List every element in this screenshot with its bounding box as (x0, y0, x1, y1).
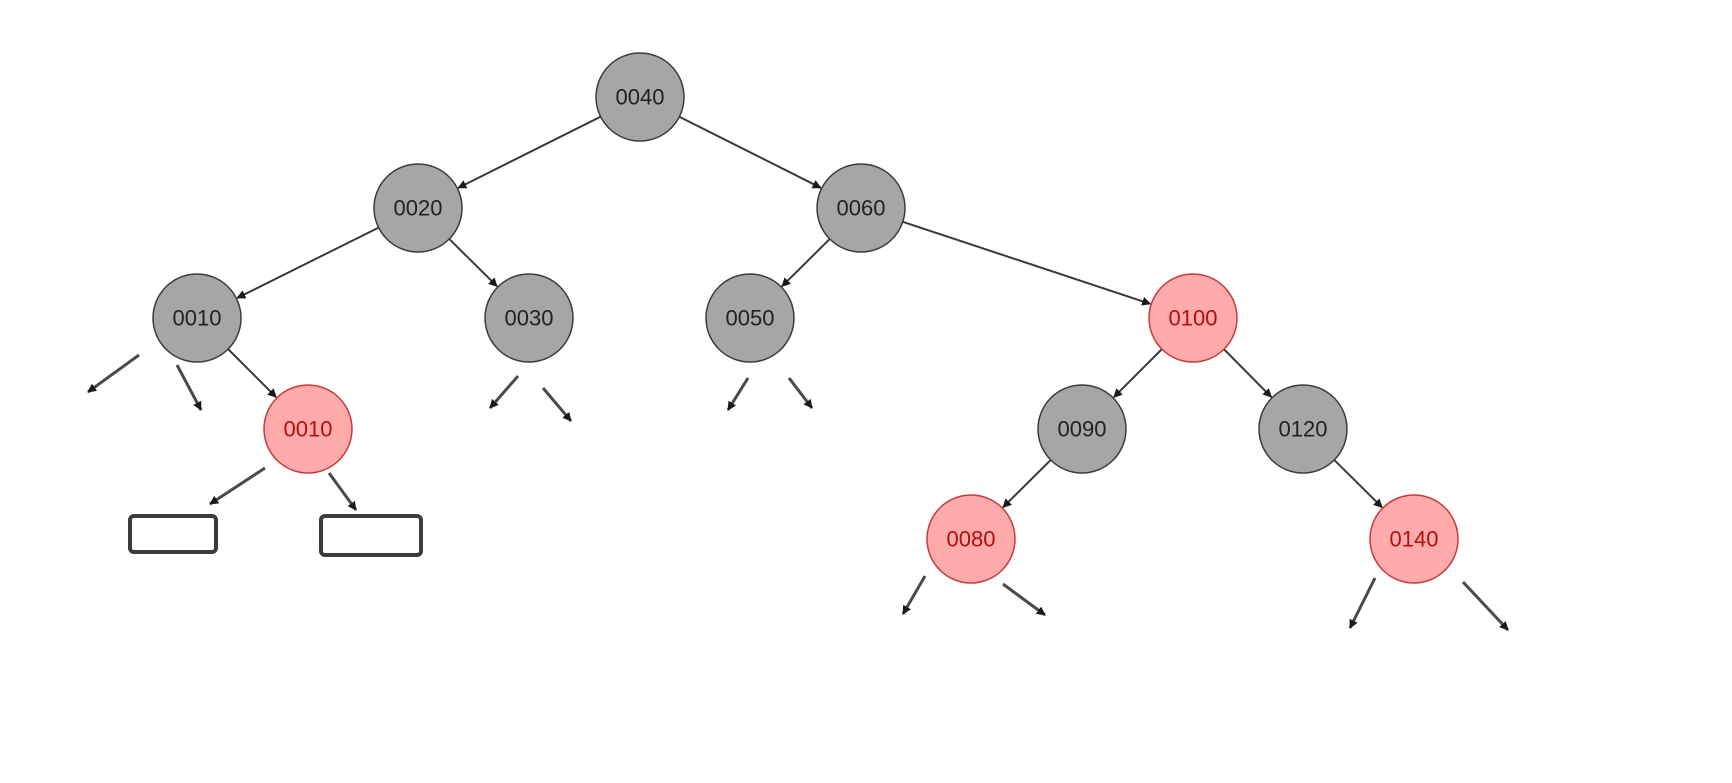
node-label: 0030 (505, 306, 554, 331)
null-stub-arrow (541, 387, 573, 422)
null-stub-arrow (901, 575, 927, 615)
null-stub-arrow (1002, 582, 1046, 617)
null-stub-arrow (726, 377, 750, 411)
node-circle (1258, 384, 1348, 474)
edge-n100-n90 (1113, 348, 1163, 398)
node-circle (926, 494, 1016, 584)
node-label: 0100 (1169, 306, 1218, 331)
edge-n40-n60 (678, 115, 822, 189)
node-circle (263, 384, 353, 474)
node-circle (1148, 273, 1238, 363)
null-stub-arrow (1348, 577, 1377, 629)
null-stub-arrow (787, 377, 814, 409)
tree-node-n80: 0080 (926, 494, 1016, 584)
empty-child-slot (128, 514, 218, 554)
null-stub-arrow (327, 472, 358, 511)
node-label: 0020 (394, 196, 443, 221)
null-stub-arrow (209, 466, 266, 506)
node-label: 0010 (284, 417, 333, 442)
node-label: 0060 (837, 196, 886, 221)
nodes-layer: 0040 0020 0060 0010 0030 0050 0100 0010 0090 0120… (152, 52, 1459, 584)
null-stub-arrow (488, 375, 520, 409)
empty-child-slot (319, 514, 423, 557)
node-label: 0010 (173, 306, 222, 331)
edge-n20-n10 (236, 226, 380, 299)
null-pointer-stubs (87, 353, 1510, 632)
node-circle (595, 52, 685, 142)
node-label: 0080 (947, 527, 996, 552)
node-circle (1369, 494, 1459, 584)
tree-node-n40: 0040 (595, 52, 685, 142)
node-circle (1037, 384, 1127, 474)
edge-n40-n20 (457, 115, 602, 189)
tree-node-n100: 0100 (1148, 273, 1238, 363)
edge-n10-n10b (227, 348, 277, 398)
node-circle (705, 273, 795, 363)
edge-n90-n80 (1002, 459, 1052, 509)
tree-node-n60: 0060 (816, 163, 906, 253)
node-circle (484, 273, 574, 363)
edge-n100-n120 (1223, 348, 1273, 398)
edge-n120-n140 (1333, 459, 1383, 509)
node-circle (152, 273, 242, 363)
null-stub-arrow (87, 353, 140, 394)
node-label: 0120 (1279, 417, 1328, 442)
null-stub-arrow (1461, 580, 1510, 632)
edge-n60-n100 (902, 220, 1152, 306)
tree-node-n90: 0090 (1037, 384, 1127, 474)
edges-layer (227, 115, 1383, 509)
tree-node-n50: 0050 (705, 273, 795, 363)
edge-n20-n30 (448, 238, 498, 288)
tree-node-n10: 0010 (152, 273, 242, 363)
node-label: 0090 (1058, 417, 1107, 442)
tree-node-n30: 0030 (484, 273, 574, 363)
node-label: 0140 (1390, 527, 1439, 552)
node-circle (373, 163, 463, 253)
null-stub-arrow (175, 364, 203, 411)
empty-child-slots (128, 514, 423, 557)
tree-node-n120: 0120 (1258, 384, 1348, 474)
tree-node-n10b: 0010 (263, 384, 353, 474)
node-label: 0050 (726, 306, 775, 331)
tree-node-n140: 0140 (1369, 494, 1459, 584)
edge-n60-n50 (781, 238, 831, 288)
tree-node-n20: 0020 (373, 163, 463, 253)
node-label: 0040 (616, 85, 665, 110)
node-circle (816, 163, 906, 253)
